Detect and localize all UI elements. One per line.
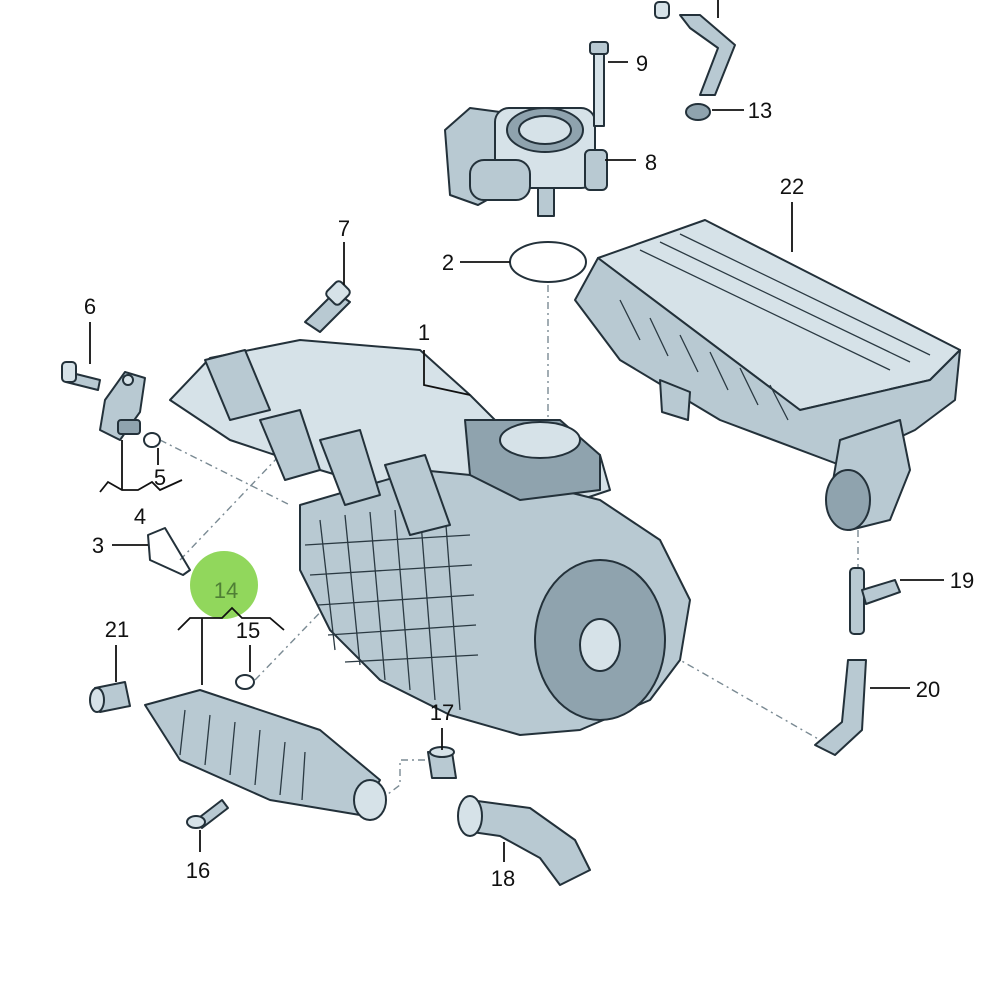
assembly-line-seal-5: [159, 439, 291, 506]
leader-4-bracket: [99, 479, 183, 493]
callout-8: 8: [645, 150, 657, 175]
screw-16: [186, 799, 229, 829]
callout-labels: 1 2 3 4 5 6 7 8 9 13 14 15 16 17 18 19 2…: [84, 51, 974, 891]
callout-5: 5: [154, 465, 166, 490]
throttle-gasket: [509, 241, 587, 283]
callout-19: 19: [950, 568, 974, 593]
cap-17: [427, 746, 457, 779]
sleeve-21: [89, 681, 131, 713]
callout-2: 2: [442, 250, 454, 275]
bolt-7: [304, 280, 351, 333]
assembly-line-cap-17: [379, 759, 428, 801]
leader-14-bracket: [177, 606, 285, 631]
callout-4: 4: [134, 504, 146, 529]
callout-13: 13: [748, 98, 772, 123]
flap-housing: [144, 689, 387, 821]
callout-7: 7: [338, 216, 350, 241]
callout-16: 16: [186, 858, 210, 883]
callout-9: 9: [636, 51, 648, 76]
o-ring-15: [235, 674, 255, 690]
vent-hose-top: [654, 1, 736, 121]
gasket-3: [147, 527, 191, 576]
callout-14: 14: [214, 578, 238, 603]
leader-1: [423, 350, 471, 396]
connector-19: [849, 567, 901, 635]
callout-18: 18: [491, 866, 515, 891]
callout-22: 22: [780, 174, 804, 199]
callout-20: 20: [916, 677, 940, 702]
bolt-9: [589, 41, 609, 127]
assembly-line-gasket-3: [179, 454, 281, 561]
hose-18: [457, 795, 591, 886]
callout-21: 21: [105, 617, 129, 642]
throttle-body: [444, 107, 608, 217]
intake-manifold: [169, 339, 691, 736]
air-filter-housing: [574, 219, 961, 531]
hose-clamp-13: [685, 103, 711, 121]
callout-17: 17: [430, 700, 454, 725]
manifold-ports: [204, 349, 451, 536]
callout-3: 3: [92, 533, 104, 558]
callout-1: 1: [418, 320, 430, 345]
highlight-bubble: [190, 551, 258, 619]
callout-15: 15: [236, 618, 260, 643]
bolt-6: [61, 361, 101, 391]
sensor-4: [99, 371, 146, 441]
callout-6: 6: [84, 294, 96, 319]
hose-20: [814, 659, 867, 756]
leader-lines: [89, 0, 944, 862]
seal-5: [143, 432, 161, 448]
